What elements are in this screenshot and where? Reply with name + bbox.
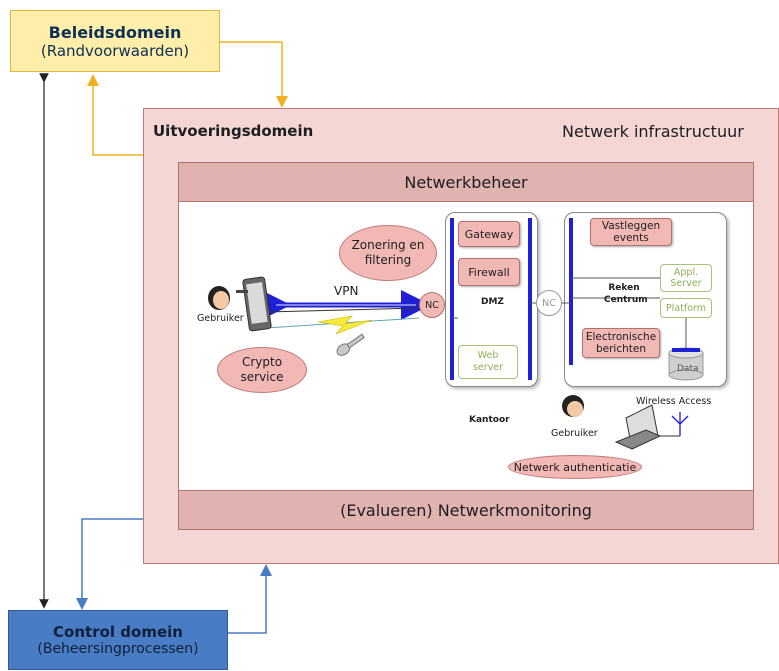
gateway-box: Gateway [458,221,520,247]
log-events-label: Vastleggen events [601,220,661,244]
control-domain-box: Control domein (Beheersingprocessen) [8,610,228,670]
infrastructure-label: Netwerk infrastructuur [562,122,744,141]
app-server-label: Appl. Server [670,267,702,289]
user-label-left: Gebruiker [197,313,244,324]
dmz-label: DMZ [481,297,504,307]
control-domain-subtitle: (Beheersingprocessen) [37,641,199,657]
execution-to-control-arrow [76,518,143,610]
execution-domain-title: Uitvoeringsdomein [153,122,314,140]
tablet-device [242,276,272,332]
laptop-device [614,404,662,450]
network-connector-right: NC [536,290,562,316]
office-label: Kantoor [469,415,510,425]
policy-domain-box: Beleidsdomein (Randvoorwaarden) [10,10,220,72]
crypto-service-ellipse: Crypto service [217,347,307,393]
zoning-filtering-label: Zonering en filtering [351,238,425,267]
policy-domain-title: Beleidsdomein [48,22,182,42]
policy-to-execution-arrow [220,41,288,108]
platform-box: Platform [660,298,712,318]
datacenter-label: Reken Centrum [604,282,648,306]
web-server-label: Web server [472,350,504,373]
datacenter-label-text: Reken Centrum [604,283,648,305]
user-label-right: Gebruiker [551,428,598,439]
control-domain-title: Control domein [53,623,183,641]
vpn-label: VPN [334,284,359,298]
user-avatar-right [562,395,584,417]
policy-domain-subtitle: (Randvoorwaarden) [40,41,190,60]
data-label: Data [677,364,699,374]
web-server-box: Web server [458,345,518,379]
log-events-box: Vastleggen events [590,218,672,246]
electronic-messages-box: Electronische berichten [582,328,660,358]
network-connector-left: NC [419,292,445,318]
zoning-filtering-ellipse: Zonering en filtering [339,225,437,281]
wireless-access-label: Wireless Access [636,396,712,407]
execution-to-policy-arrow [87,74,143,156]
wireless-bolt [317,315,373,335]
crypto-service-label: Crypto service [240,355,284,384]
monitoring-bar: (Evalueren) Netwerkmonitoring [178,490,754,530]
firewall-box: Firewall [458,258,520,286]
antenna-icon [671,412,689,436]
app-server-box: Appl. Server [660,264,712,292]
user-avatar-left [208,286,248,310]
network-authentication-ellipse: Netwerk authenticatie [508,455,642,479]
electronic-messages-label: Electronische berichten [585,331,657,355]
management-bar: Netwerkbeheer [178,162,754,202]
crypto-key [336,333,365,356]
control-to-execution-arrow [228,564,272,634]
